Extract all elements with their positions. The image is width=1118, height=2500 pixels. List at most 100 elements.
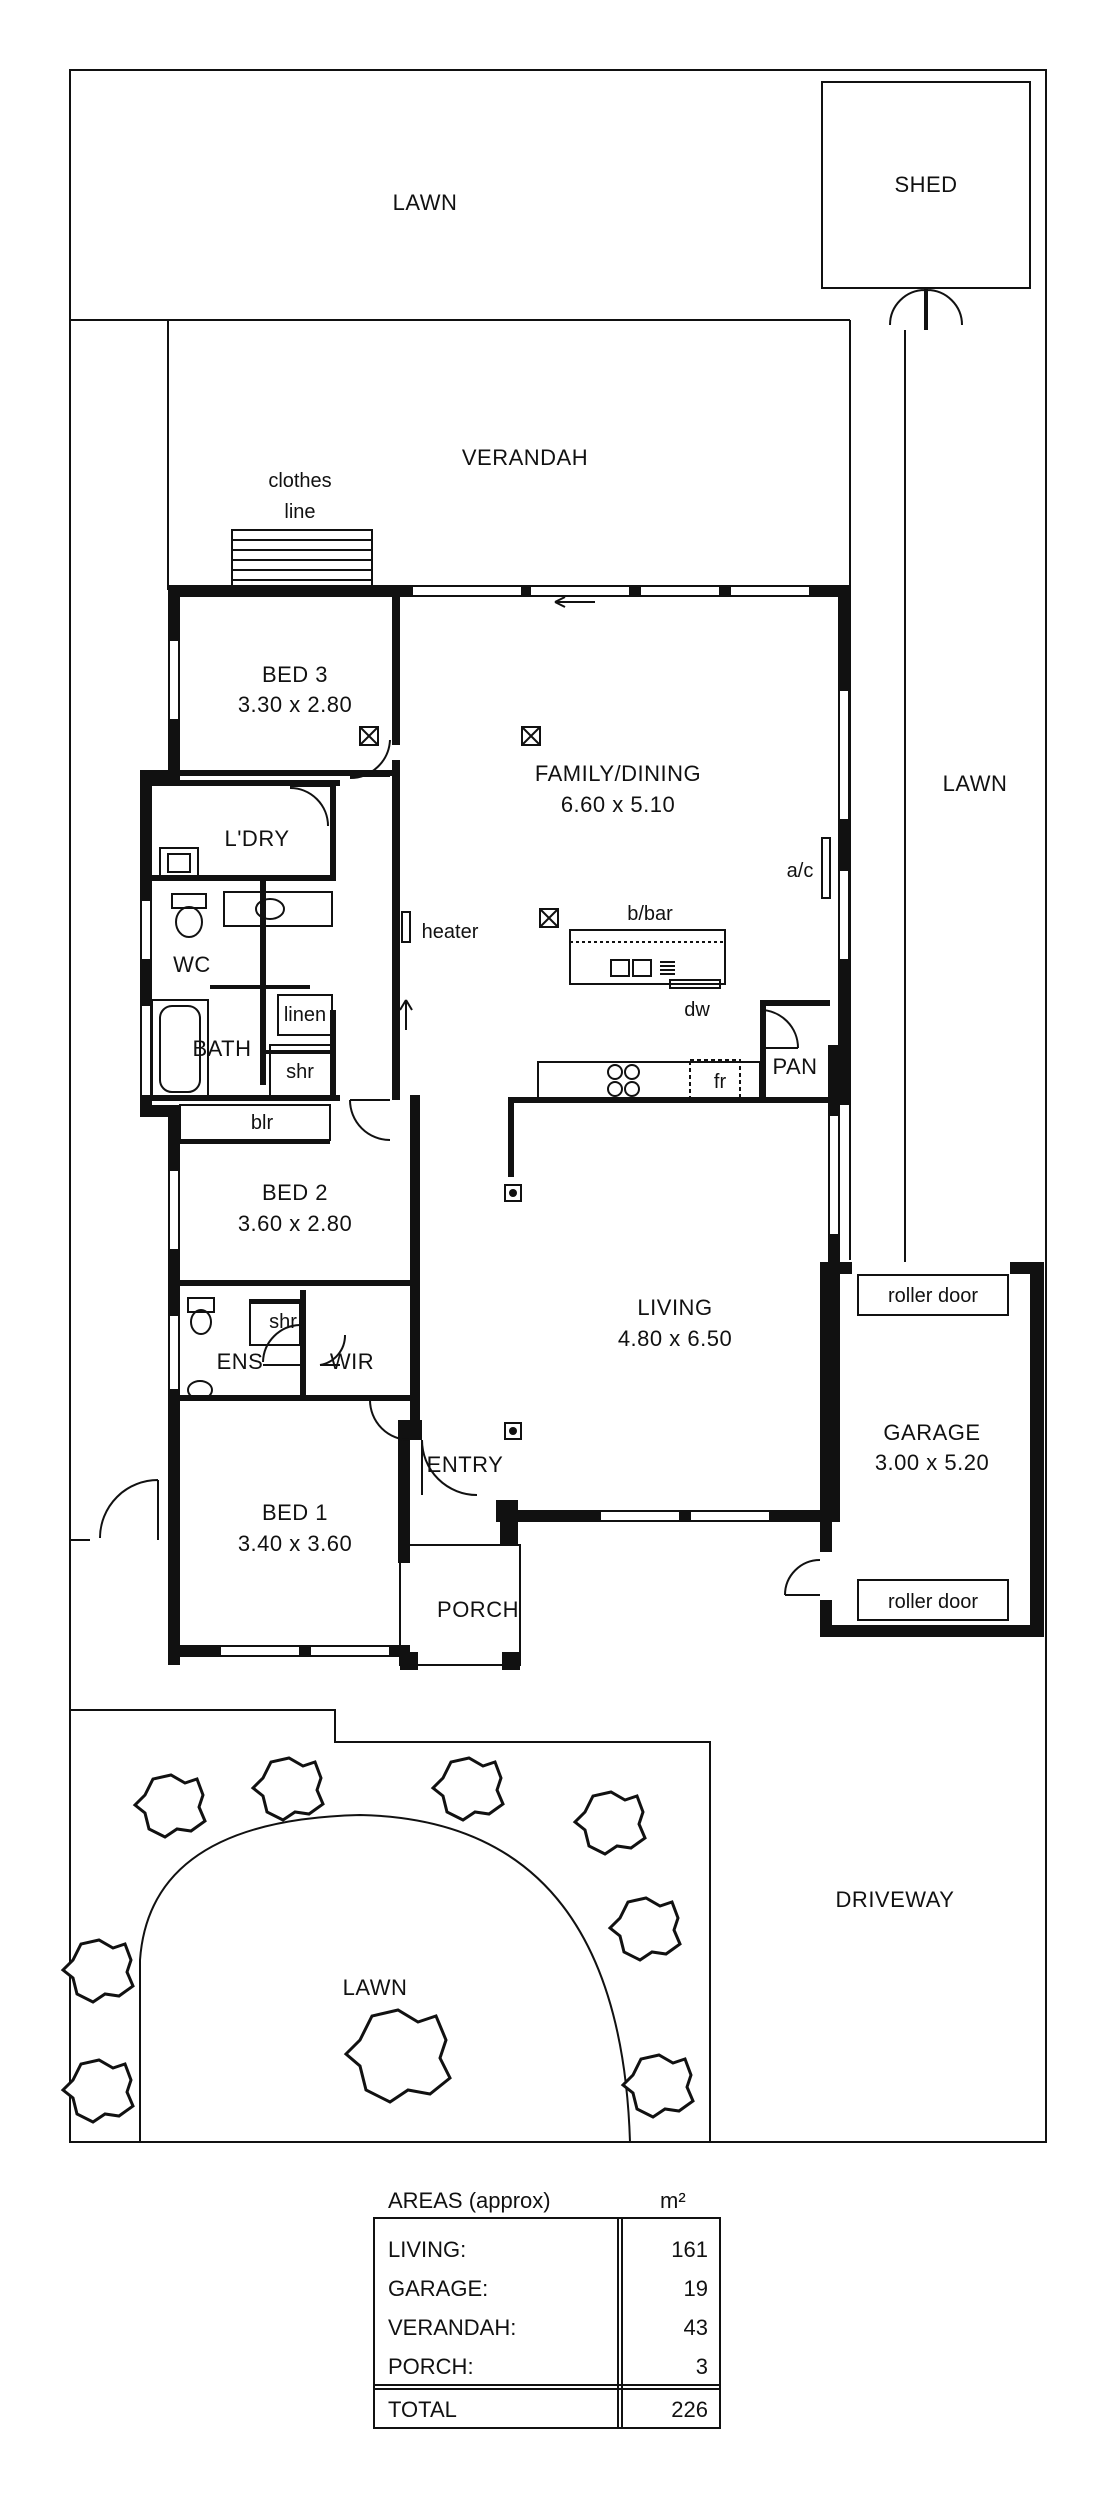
shed-label: SHED	[894, 172, 957, 197]
window	[219, 1645, 301, 1657]
family-dim: 6.60 x 5.10	[561, 792, 675, 817]
entry-label: ENTRY	[427, 1452, 504, 1477]
tree	[250, 1756, 325, 1822]
window	[309, 1645, 391, 1657]
verandah-label: VERANDAH	[462, 445, 588, 470]
linen-label: linen	[284, 1004, 326, 1026]
areas-title: AREAS (approx)	[388, 2188, 551, 2213]
lawn-front-label: LAWN	[343, 1975, 408, 2000]
wc-label: WC	[173, 952, 211, 977]
tree	[60, 1938, 135, 2004]
tree-large	[343, 2008, 452, 2104]
bathtub	[151, 999, 209, 1099]
area-row-label: GARAGE:	[388, 2276, 488, 2301]
area-row-value: 3	[696, 2354, 708, 2379]
bathtub-inner	[159, 1005, 201, 1093]
sink	[632, 959, 652, 977]
ceiling-fitting	[521, 726, 541, 746]
tree	[60, 2058, 135, 2124]
front-yard-boundary	[70, 1709, 711, 2142]
area-row-value: 161	[671, 2237, 708, 2262]
cooktop-burner	[607, 1064, 623, 1080]
door-swing	[784, 1559, 821, 1596]
window	[729, 585, 811, 597]
living-label: LIVING	[637, 1295, 712, 1320]
boiler-label: blr	[251, 1112, 274, 1134]
door-swing	[99, 1479, 159, 1540]
exterior-walls	[140, 585, 850, 1665]
ensuite-toilet-bowl	[190, 1309, 212, 1335]
door-swing	[319, 1334, 347, 1366]
ensuite-basin	[187, 1380, 213, 1400]
bbar-label: b/bar	[627, 903, 673, 925]
area-total-value: 226	[671, 2397, 708, 2422]
tree	[607, 1896, 682, 1962]
interior-walls	[140, 595, 838, 1420]
ensuite-label: ENS	[217, 1349, 264, 1374]
door-swing	[349, 739, 391, 780]
window	[639, 585, 721, 597]
window	[838, 689, 850, 821]
heater-unit	[401, 911, 411, 943]
area-row-value: 43	[684, 2315, 708, 2340]
clothes-line-label-1: clothes	[268, 470, 331, 492]
window	[828, 1114, 840, 1236]
slide-arrow	[554, 596, 595, 608]
window	[599, 1510, 681, 1522]
window	[838, 869, 850, 961]
cooktop-burner	[624, 1064, 640, 1080]
garage-walls	[820, 1262, 1044, 1637]
living-dim: 4.80 x 6.50	[618, 1326, 732, 1351]
area-row-label: LIVING:	[388, 2237, 466, 2262]
tree	[430, 1756, 505, 1822]
shed-door-swing-right	[926, 288, 963, 330]
fridge-space	[689, 1059, 741, 1101]
ensuite-shower-label: shr	[269, 1311, 297, 1333]
tree	[620, 2053, 695, 2119]
ac-label: a/c	[787, 860, 814, 882]
bed1-dim: 3.40 x 3.60	[238, 1531, 352, 1556]
bed1-label: BED 1	[262, 1500, 328, 1525]
bed2-dim: 3.60 x 2.80	[238, 1211, 352, 1236]
linen-cupboard	[277, 994, 333, 1036]
shower-label: shr	[286, 1061, 314, 1083]
tree	[572, 1790, 647, 1856]
window	[689, 1510, 771, 1522]
ensuite-shower	[249, 1299, 301, 1346]
area-total-label: TOTAL	[388, 2397, 457, 2422]
ensuite-toilet	[187, 1297, 215, 1313]
laundry-label: L'DRY	[225, 826, 290, 851]
bath-label: BATH	[192, 1036, 251, 1061]
area-row-value: 19	[684, 2276, 708, 2301]
boiler-cupboard	[179, 1104, 331, 1141]
window	[168, 1169, 180, 1251]
drainer	[660, 961, 675, 975]
door-swing	[262, 1324, 301, 1366]
porch	[398, 1500, 521, 1670]
roller-door-bottom-label: roller door	[888, 1591, 978, 1613]
area-row-label: PORCH:	[388, 2354, 474, 2379]
roller-door-top-box	[857, 1274, 1009, 1316]
kitchen-island	[569, 929, 726, 985]
roller-door-top-label: roller door	[888, 1285, 978, 1307]
tree	[132, 1773, 207, 1839]
sink	[610, 959, 630, 977]
door-swing	[369, 1399, 411, 1441]
shower	[269, 1044, 333, 1098]
porch-label: PORCH	[437, 1597, 519, 1622]
sensor	[504, 1422, 522, 1440]
clothes-line	[231, 529, 373, 587]
toilet-cistern	[171, 893, 207, 909]
window	[168, 639, 180, 721]
wir-label: WIR	[330, 1349, 374, 1374]
garage-label: GARAGE	[883, 1420, 980, 1445]
site-boundary	[69, 69, 1047, 2143]
bed3-label: BED 3	[262, 662, 328, 687]
ceiling-fitting	[539, 908, 559, 928]
heater-label: heater	[422, 921, 479, 943]
bed3-dim: 3.30 x 2.80	[238, 692, 352, 717]
basin	[255, 898, 285, 920]
cooktop-burner	[607, 1081, 623, 1097]
laundry-tub-inner	[167, 853, 191, 873]
